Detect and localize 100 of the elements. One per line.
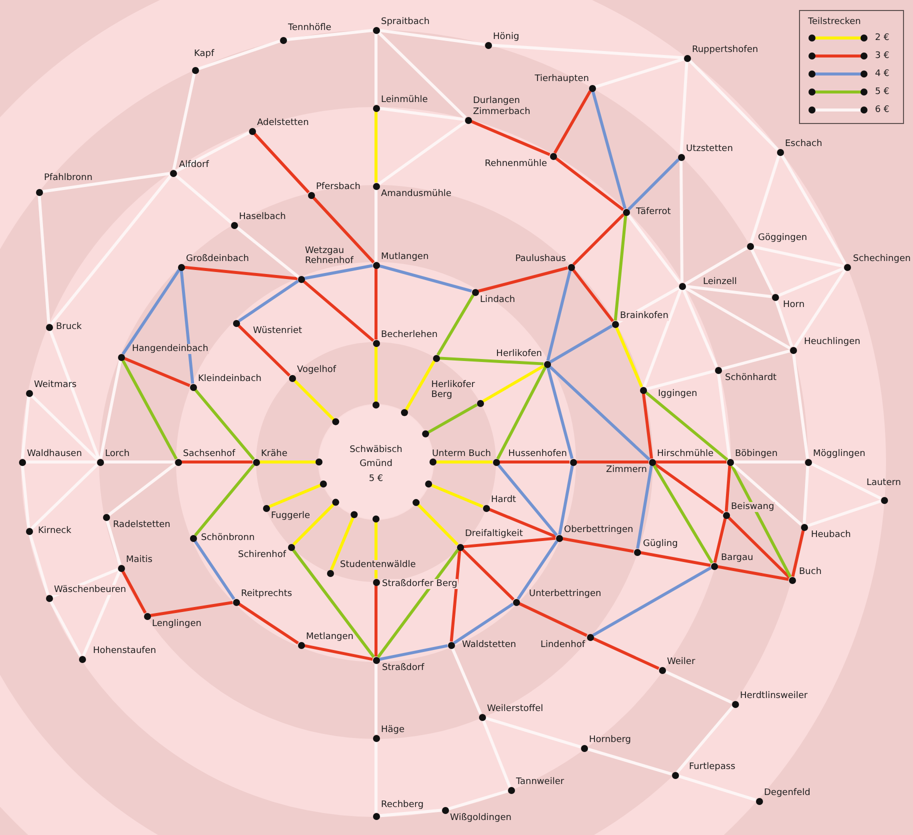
route-line [780, 154, 847, 265]
route-line [184, 266, 298, 280]
route-line [724, 465, 732, 512]
station-name: Haselbach [238, 212, 287, 222]
route-line [198, 40, 280, 70]
station-name: Pfersbach [315, 182, 362, 192]
route-line [554, 156, 624, 212]
station-name: Buch [798, 567, 823, 577]
station-name: Hangendeinbach [131, 344, 210, 354]
station-name: Becherlehen [380, 330, 439, 340]
route-line [685, 284, 772, 298]
station-name: Kapf [193, 49, 216, 59]
route-line [293, 379, 340, 426]
route-line [553, 90, 592, 154]
route-line [312, 196, 375, 264]
route-line [372, 346, 380, 408]
station-name: Studentenwäldle [339, 560, 417, 570]
route-line [594, 58, 684, 88]
route-line [453, 602, 514, 644]
station-name: Kleindeinbach [197, 374, 262, 384]
station-name: Täferrot [635, 207, 672, 217]
route-line [794, 269, 846, 348]
route-line [496, 366, 547, 460]
route-line [379, 28, 485, 46]
route-line [38, 195, 50, 324]
station-name: Schönhardt [724, 373, 778, 383]
route-line [238, 280, 299, 322]
route-line [680, 61, 688, 154]
station-name: Göggingen [757, 233, 808, 243]
station-name: Zimmerbach [472, 107, 532, 117]
route-line [30, 394, 99, 461]
route-line [48, 330, 100, 460]
route-line [448, 790, 508, 810]
route-line [379, 808, 442, 818]
fare-price: 5 € [368, 473, 384, 485]
route-line [124, 356, 190, 388]
station-name: Adelstetten [256, 118, 310, 128]
station-name: Ruppertshofen [691, 45, 760, 55]
station-name: Häge [380, 725, 406, 735]
city-name: Schwäbisch Gmünd [348, 444, 404, 471]
route-line [172, 73, 196, 170]
route-line [461, 548, 515, 601]
station-name: Horn [782, 300, 806, 310]
route-line [482, 720, 512, 788]
route-line [304, 264, 373, 280]
station-name: Rehnenmühle [484, 159, 548, 169]
route-line [180, 270, 194, 384]
station-name: Brainkofen [619, 311, 670, 321]
station-name: Unterm Buch [430, 449, 492, 459]
station-name: Leinzell [702, 277, 738, 287]
station-name: Hohenstaufen [92, 646, 158, 656]
route-line [676, 706, 734, 774]
route-line [236, 226, 300, 278]
station-name: Fuggerle [270, 511, 312, 521]
route-line [28, 534, 50, 596]
route-line [727, 516, 791, 579]
station-name: Schirenhof [237, 550, 287, 560]
route-line [412, 499, 459, 546]
route-line [546, 367, 574, 459]
route-line [500, 460, 570, 464]
route-line [656, 460, 726, 464]
route-line [576, 460, 648, 464]
route-line [378, 120, 466, 186]
station-name: Rechberg [380, 800, 425, 810]
route-line [516, 540, 558, 600]
route-line [716, 373, 732, 459]
route-line [654, 462, 724, 514]
station-name: Degenfeld [763, 788, 812, 798]
route-line [194, 540, 236, 600]
route-line [378, 264, 472, 293]
route-line [30, 463, 99, 530]
route-line [730, 464, 792, 578]
station-name: Straßdorf [381, 663, 426, 673]
station-name: Wißgoldingen [449, 813, 512, 823]
station-name: Tierhaupten [534, 74, 590, 84]
route-line [20, 396, 30, 459]
route-line [640, 551, 711, 567]
station-name: Oberbettringen [563, 525, 634, 535]
station-name: Hirschmühle [656, 449, 715, 459]
route-line [374, 190, 378, 262]
station-name: Schönbronn [200, 533, 256, 543]
station-name: Spraitbach [380, 17, 431, 27]
station-name: Tannweiler [515, 777, 566, 787]
station-name: Lindenhof [539, 640, 586, 650]
station-name: Heuchlingen [803, 337, 862, 347]
station-name: Zimmern [605, 465, 648, 475]
route-line [194, 388, 255, 460]
route-line [108, 462, 176, 516]
route-line [374, 112, 378, 182]
route-line [810, 462, 882, 500]
station-name: Weitmars [33, 380, 78, 390]
route-line [732, 463, 802, 526]
route-line [626, 214, 682, 284]
route-line [548, 365, 650, 461]
station-name: Reitprechts [240, 589, 294, 599]
route-line [688, 59, 779, 151]
route-line [484, 716, 582, 748]
route-line [237, 324, 291, 377]
route-line [750, 248, 775, 295]
route-line [379, 106, 465, 122]
